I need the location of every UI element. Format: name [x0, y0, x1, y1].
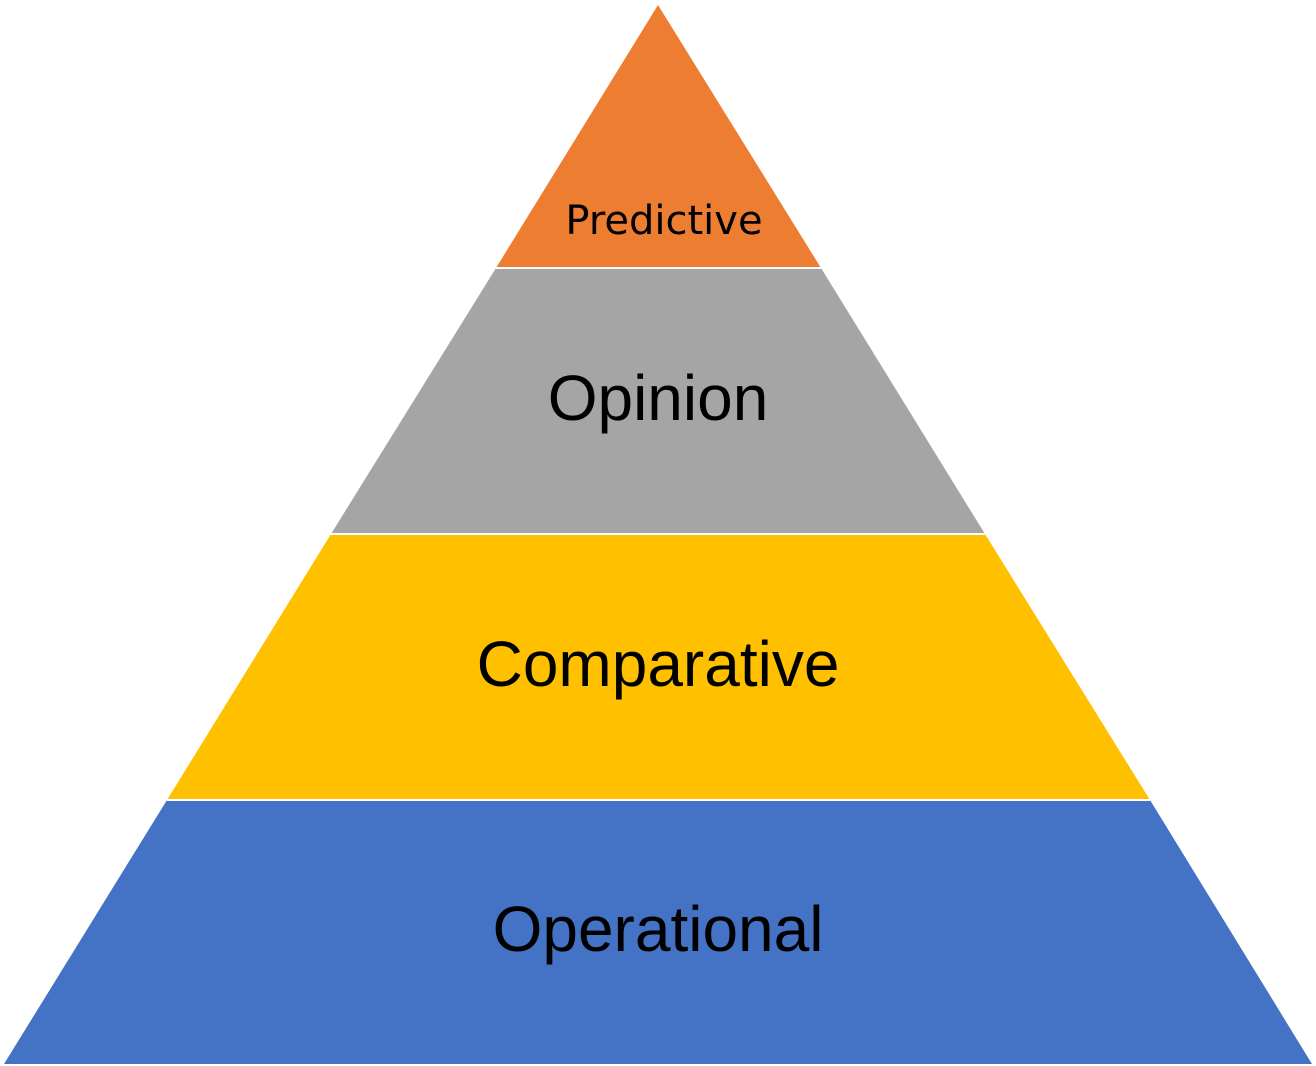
pyramid-level-comparative: Comparative [167, 534, 1150, 800]
pyramid-level-predictive: Predictive [496, 5, 821, 268]
predictive-tier-shape [496, 5, 821, 268]
pyramid-level-opinion: Opinion [331, 268, 985, 534]
tier-dividers [167, 267, 1150, 801]
opinion-tier-shape [331, 268, 985, 534]
comparative-tier-shape [167, 534, 1150, 800]
pyramid-level-operational: Operational [4, 800, 1312, 1064]
opinion-label: Opinion [548, 362, 769, 434]
operational-label: Operational [493, 893, 824, 965]
operational-tier-shape [4, 800, 1312, 1064]
predictive-label: Predictive [565, 198, 762, 244]
comparative-label: Comparative [477, 628, 840, 700]
